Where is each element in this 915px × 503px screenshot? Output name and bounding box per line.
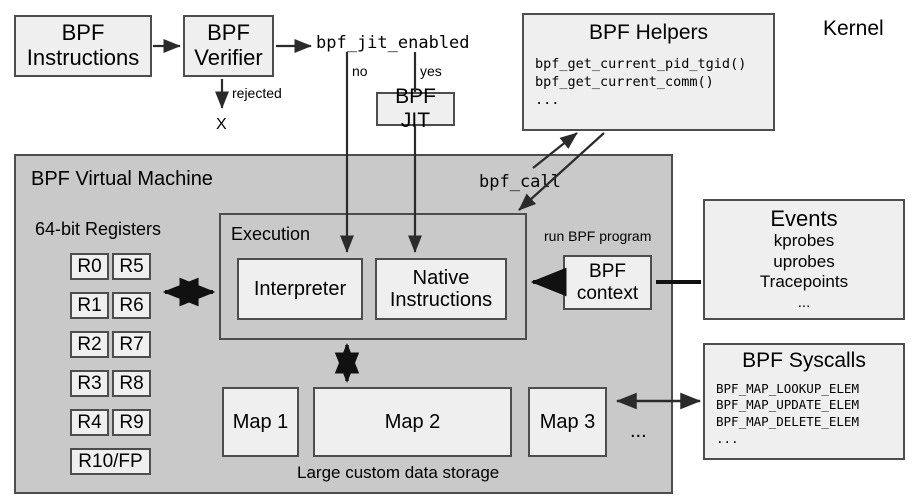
bpf-syscall-item: BPF_MAP_DELETE_ELEM: [716, 413, 859, 429]
register-r3: R3: [70, 370, 109, 397]
bpf-helper-fn: bpf_get_current_pid_tgid(): [535, 56, 747, 72]
branch-no-label: no: [352, 63, 368, 79]
register-r10-fp: R10/FP: [70, 448, 151, 475]
native-instructions-line1: Native: [412, 266, 470, 289]
interpreter-label: Interpreter: [253, 277, 347, 300]
bpf-syscalls-box[interactable]: BPF Syscalls BPF_MAP_LOOKUP_ELEM BPF_MAP…: [703, 343, 905, 460]
bpf-jit-box[interactable]: BPF JIT: [376, 85, 455, 132]
register-r9: R9: [112, 409, 151, 436]
run-bpf-program-label: run BPF program: [544, 228, 652, 244]
execution-label: Execution: [231, 224, 311, 244]
interpreter-box[interactable]: Interpreter: [237, 258, 363, 320]
bpf-syscall-item: BPF_MAP_LOOKUP_ELEM: [716, 381, 859, 396]
rejected-x-mark: X: [216, 116, 227, 133]
register-r5: R5: [112, 253, 151, 280]
bpf-helpers-box[interactable]: BPF Helpers bpf_get_current_pid_tgid() b…: [522, 13, 775, 131]
maps-ellipsis: ...: [630, 420, 647, 442]
register-r8: R8: [112, 370, 151, 397]
storage-label: Large custom data storage: [297, 463, 500, 482]
bpf-verifier-box[interactable]: BPF Verifier: [183, 15, 274, 77]
rejected-label: rejected: [232, 85, 282, 101]
native-instructions-box[interactable]: Native Instructions: [375, 258, 507, 320]
bpf-jit-label: BPF JIT: [395, 85, 436, 132]
register-r1: R1: [70, 292, 109, 319]
bpf-helper-fn: bpf_get_current_comm(): [535, 74, 714, 91]
branch-yes-label: yes: [420, 63, 442, 79]
events-item: kprobes: [773, 231, 835, 251]
events-box[interactable]: Events kprobes uprobes Tracepoints ...: [703, 199, 905, 320]
registers-label: 64-bit Registers: [35, 219, 162, 239]
events-item: ...: [797, 294, 811, 312]
map-1-label: Map 1: [232, 410, 289, 433]
bpf-instructions-box[interactable]: BPF Instructions: [14, 15, 152, 77]
map-2-box[interactable]: Map 2: [313, 387, 512, 457]
bpf-context-line2: context: [576, 282, 639, 304]
events-item: uprobes: [773, 251, 835, 271]
vm-title: BPF Virtual Machine: [31, 168, 213, 190]
map-2-label: Map 2: [384, 410, 441, 433]
bpf-helper-fn: ...: [535, 92, 560, 109]
bpf-helpers-title: BPF Helpers: [588, 21, 709, 44]
bpf-instructions-line2: Instructions: [26, 45, 140, 70]
bpf-context-box[interactable]: BPF context: [563, 255, 652, 310]
bpf-syscall-item: ...: [716, 430, 739, 446]
kernel-label: Kernel: [823, 17, 884, 40]
bpf-instructions-line1: BPF: [61, 20, 105, 46]
events-item: Tracepoints: [759, 272, 849, 292]
bpf-syscalls-title: BPF Syscalls: [742, 349, 866, 372]
map-3-box[interactable]: Map 3: [528, 387, 607, 457]
bpf-jit-enabled-label: bpf_jit_enabled: [316, 33, 470, 53]
bpf-syscall-item: BPF_MAP_UPDATE_ELEM: [716, 397, 859, 413]
map-3-label: Map 3: [539, 410, 596, 433]
native-instructions-line2: Instructions: [389, 289, 493, 311]
map-1-box[interactable]: Map 1: [222, 387, 299, 457]
register-r4: R4: [70, 409, 109, 436]
register-r7: R7: [112, 331, 151, 358]
bpf-verifier-line1: BPF: [207, 20, 250, 46]
register-r0: R0: [70, 253, 109, 280]
bpf-context-line1: BPF: [589, 261, 626, 283]
bpf-verifier-line2: Verifier: [194, 45, 263, 70]
register-r6: R6: [112, 292, 151, 319]
events-title: Events: [770, 206, 838, 231]
bpf-call-label: bpf_call: [479, 172, 561, 192]
register-r2: R2: [70, 331, 109, 358]
